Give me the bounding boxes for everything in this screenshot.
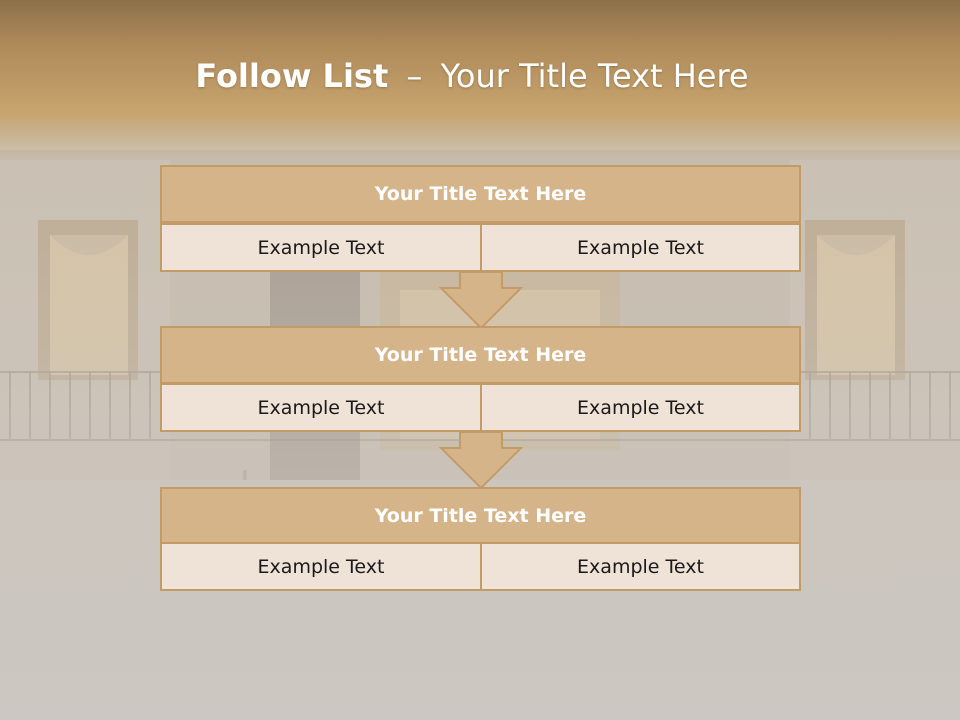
block-cell-right: Example Text [480,542,801,591]
block-cell-left: Example Text [160,383,482,432]
title-bold: Follow List [195,57,389,95]
block-title: Your Title Text Here [160,326,801,384]
title-rest: Your Title Text Here [440,57,749,95]
down-arrow-icon [439,431,523,490]
list-block-2: Your Title Text Here Example Text Exampl… [160,326,801,433]
block-title: Your Title Text Here [160,487,801,545]
down-arrow-icon [439,271,523,330]
header-band [0,0,960,160]
list-block-3: Your Title Text Here Example Text Exampl… [160,487,801,593]
block-cell-left: Example Text [160,542,482,591]
block-cell-right: Example Text [480,383,801,432]
page-title: Follow List – Your Title Text Here [0,52,944,100]
block-title: Your Title Text Here [160,165,801,223]
list-block-1: Your Title Text Here Example Text Exampl… [160,165,801,272]
block-cell-left: Example Text [160,223,482,272]
title-separator: – [406,57,423,95]
block-cell-right: Example Text [480,223,801,272]
